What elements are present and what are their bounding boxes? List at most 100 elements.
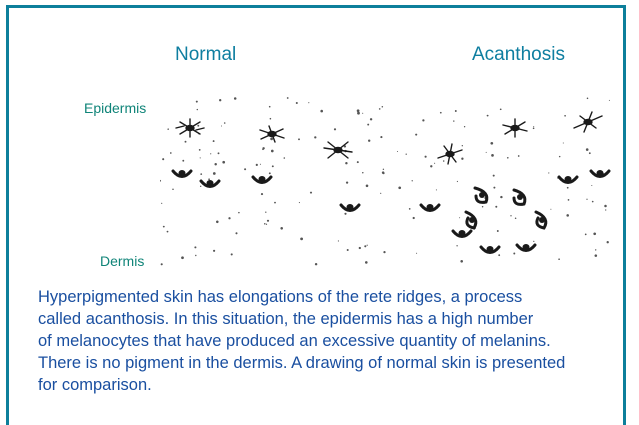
stipple-dot — [194, 246, 196, 248]
stipple-dot — [216, 221, 219, 224]
stipple-dot — [366, 185, 369, 188]
stipple-dot — [455, 110, 457, 112]
stipple-dot — [413, 217, 415, 219]
stipple-dot — [160, 180, 161, 182]
stipple-dot — [383, 251, 385, 253]
stipple-dot — [256, 164, 258, 166]
basal-cell — [421, 204, 439, 211]
stipple-dot — [587, 98, 589, 100]
figure-caption: Hyperpigmented skin has elongations of t… — [38, 286, 623, 396]
stipple-dot — [566, 214, 569, 217]
stipple-dot — [261, 193, 263, 195]
stipple-dot — [461, 158, 463, 160]
stipple-dot — [364, 245, 366, 247]
stipple-dot — [345, 162, 347, 164]
stipple-dot — [274, 202, 276, 204]
stipple-dot — [605, 209, 606, 210]
stipple-dot — [338, 240, 339, 241]
stipple-dot — [270, 138, 273, 141]
stipple-dot — [357, 161, 359, 163]
stipple-dot — [379, 108, 381, 110]
stipple-dot — [170, 152, 172, 154]
stipple-dot — [409, 208, 411, 210]
label-epidermis: Epidermis — [84, 100, 146, 116]
stipple-dot — [533, 127, 535, 129]
basal-cell — [475, 188, 487, 202]
dendritic-cell — [438, 144, 462, 164]
stipple-dot — [564, 115, 566, 117]
stipple-dot — [585, 234, 587, 236]
stipple-dot — [199, 149, 201, 151]
stipple-dot — [200, 157, 201, 158]
caption-line: There is no pigment in the dermis. A dra… — [38, 352, 623, 374]
basal-cell — [514, 190, 525, 204]
stipple-dot — [593, 232, 596, 235]
basal-cells-acanthosis — [421, 170, 609, 253]
stipple-dot — [457, 181, 458, 182]
stipple-dot — [563, 142, 564, 143]
stipple-dot — [518, 155, 520, 157]
stipple-dot — [453, 120, 454, 121]
stipple-dot — [464, 126, 465, 127]
stipple-dot — [383, 169, 384, 170]
dendritic-cell — [176, 119, 204, 137]
stipple-dot — [208, 178, 210, 180]
stipple-dot — [162, 158, 164, 160]
stipple-dot — [422, 119, 424, 121]
stipple-dot — [181, 256, 184, 259]
basal-cell — [173, 170, 191, 177]
stipple-dot — [197, 125, 199, 127]
stipple-dot — [210, 153, 211, 154]
stipple-dot — [595, 254, 598, 257]
stipple-dot — [550, 209, 551, 210]
stipple-dot — [287, 97, 289, 99]
basal-cells-normal — [173, 170, 359, 211]
basal-cell — [341, 204, 359, 211]
stipple-dot — [296, 102, 298, 104]
skin-drawing — [160, 88, 615, 278]
stipple-dot — [533, 241, 534, 242]
stipple-dot — [161, 203, 162, 204]
stipple-dot — [490, 142, 493, 145]
stipple-dot — [482, 206, 483, 207]
stipple-dot — [491, 154, 494, 157]
stipple-dot — [315, 263, 317, 265]
stipple-dot — [344, 213, 346, 215]
stipple-dot — [497, 230, 499, 232]
stipple-dot — [415, 134, 417, 136]
stipple-dot — [300, 238, 303, 241]
stipple-dot — [347, 249, 349, 251]
stipple-dot — [235, 232, 237, 234]
stipple-dot — [397, 151, 398, 152]
stipple-dot — [434, 163, 435, 164]
stipple-dot — [406, 154, 407, 155]
stipple-dot — [280, 227, 283, 230]
stipple-dot — [196, 101, 198, 103]
stipple-dot — [592, 201, 594, 203]
stipple-dot — [269, 106, 271, 108]
stipple-dot — [200, 173, 202, 175]
stipple-dot — [367, 245, 368, 246]
caption-line: Hyperpigmented skin has elongations of t… — [38, 286, 623, 308]
dendritic-melanocytes-normal — [176, 119, 352, 158]
stipple-dot — [586, 148, 589, 151]
stipple-dot — [425, 156, 427, 158]
stipple-dot — [548, 172, 549, 173]
heading-acanthosis: Acanthosis — [472, 44, 565, 66]
stipple-dot — [382, 106, 384, 108]
stipple-dot — [365, 261, 368, 264]
stipple-dot — [436, 189, 437, 190]
dendritic-cell — [574, 112, 602, 132]
stipple-dot — [589, 152, 591, 154]
stipple-dot — [486, 152, 487, 153]
stipple-dot — [299, 202, 300, 203]
stipple-dot — [308, 102, 309, 103]
stipple-dot — [185, 141, 187, 143]
stipple-dot — [460, 260, 463, 263]
stipple-dot — [172, 189, 174, 191]
basal-cell — [253, 176, 271, 183]
stipple-dot — [357, 109, 360, 112]
stipple-dot — [265, 212, 266, 213]
stipple-dot — [443, 160, 445, 162]
stipple-dot — [200, 186, 201, 187]
